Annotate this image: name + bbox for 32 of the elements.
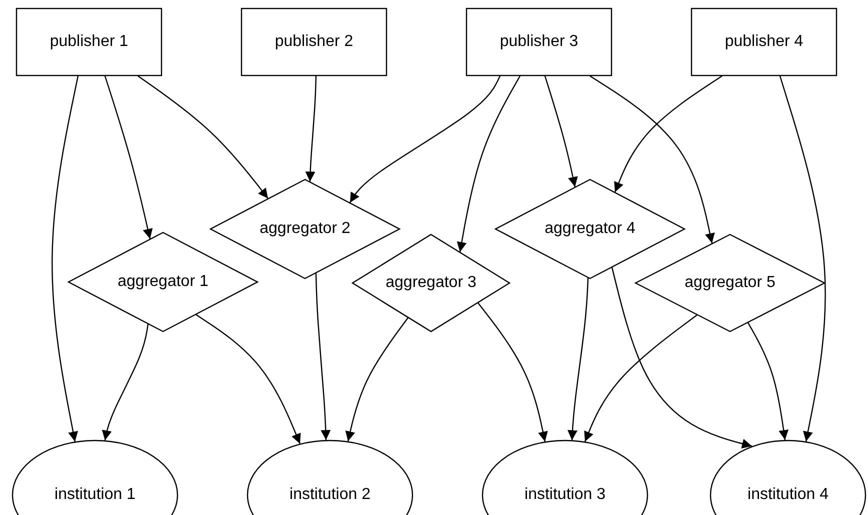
arrow [590,76,715,244]
node-label: aggregator 1 [118,273,208,291]
arrow [568,278,589,440]
node-label: institution 2 [290,486,370,504]
arrow [138,76,268,199]
arrow [305,76,317,182]
arrow [544,76,578,188]
node-label: publisher 3 [500,33,578,51]
arrow [456,76,521,252]
node-label: institution 1 [54,486,136,504]
arrow [779,76,826,442]
arrow [584,314,698,442]
node-label: aggregator 2 [260,220,350,238]
node-label: aggregator 5 [684,274,776,292]
arrow [478,302,548,442]
arrow [345,317,408,442]
node-label: aggregator 3 [386,274,476,292]
arrow [614,76,722,192]
arrow [102,324,149,440]
arrow [747,322,789,440]
arrow [104,76,153,239]
arrow [315,273,331,440]
node-label: publisher 4 [724,33,804,51]
node-label: aggregator 4 [544,220,636,238]
node-label: publisher 2 [274,33,354,51]
arrow [52,76,79,442]
node-label: publisher 1 [50,33,128,51]
node-label: institution 4 [748,486,828,504]
arrow [196,314,301,444]
node-label: institution 3 [524,486,606,504]
arrow [349,76,501,203]
arrow [611,267,752,449]
